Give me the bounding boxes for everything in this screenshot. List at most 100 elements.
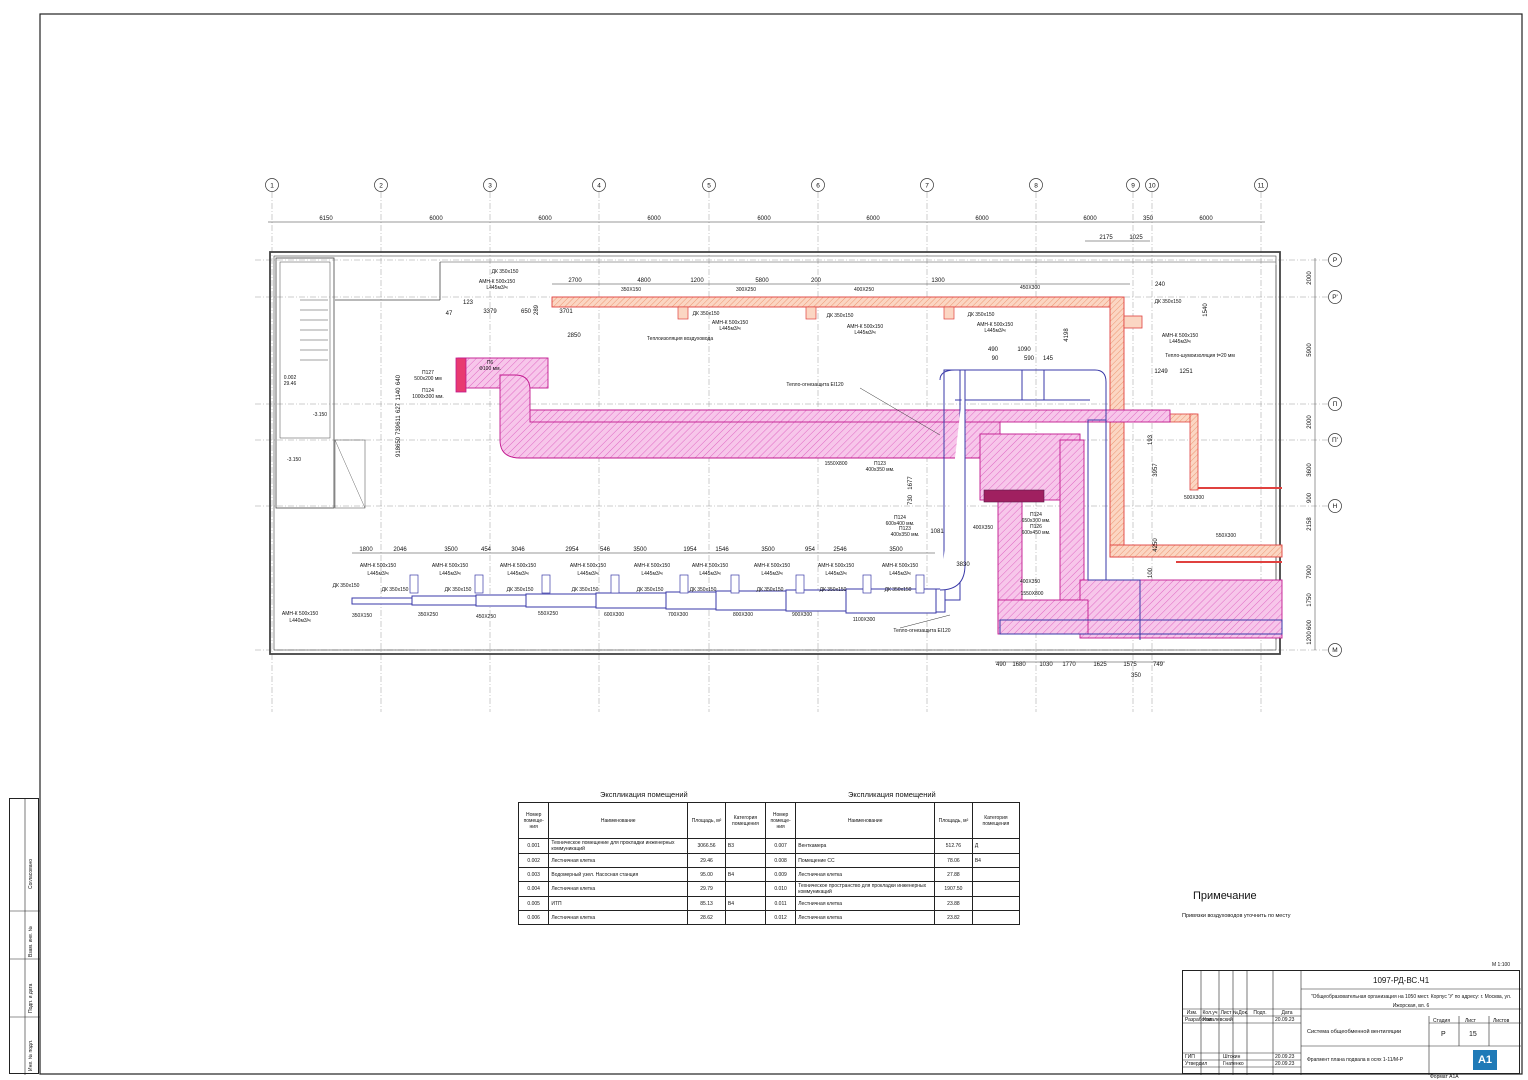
dim-misc-20: 3830 xyxy=(956,562,970,568)
col-name-2: Наименование xyxy=(795,802,936,839)
developer-date: 20.09.23 xyxy=(1275,1017,1295,1023)
leader-fire xyxy=(859,387,941,436)
lower-branch-0 xyxy=(409,574,419,594)
amn-lower-3: АМН-К 500х150 xyxy=(570,563,606,569)
fire-protection-label-2: Тепло-огнезащита EI120 xyxy=(893,628,950,634)
table-cell: Венткамера xyxy=(795,838,936,854)
callout-p124: П124 xyxy=(422,388,434,394)
leader-fire-2 xyxy=(899,614,951,629)
fire-protection-label: Тепло-огнезащита EI120 xyxy=(786,382,843,388)
title-block: 1097-РД-ВС.Ч1 "Общеобразовательная орган… xyxy=(1182,970,1521,1075)
gip-name: Штокин xyxy=(1223,1054,1241,1060)
dim-misc-17: 1677 xyxy=(908,476,914,490)
sidebar-inv1: Взам. инв. № xyxy=(28,926,34,957)
dk-upper-1: ДК 350х150 xyxy=(693,311,720,317)
amn-lower-8: АМН-К 500х150 xyxy=(882,563,918,569)
role-approved: Утвердил xyxy=(1185,1061,1208,1067)
blue-return-duct xyxy=(939,369,1283,640)
axis-label-2: 2 xyxy=(379,183,383,190)
axis-label-row-3: П' xyxy=(1332,437,1338,444)
dim-top-7: 6000 xyxy=(1083,216,1097,222)
table-cell: 0.007 xyxy=(764,838,797,854)
stamp-col-doc: №Док. xyxy=(1233,1010,1249,1016)
table-cell: Техническое помещение для прокладки инже… xyxy=(548,838,689,854)
dim-left-3: 611 xyxy=(396,415,402,425)
table-cell: В4 xyxy=(971,853,1021,868)
amn-flow-lower-7: L445м3/ч xyxy=(825,571,847,577)
dim-upper-0: 2700 xyxy=(568,278,582,284)
amn-lower-left: АМН-К 500х150 xyxy=(282,611,318,617)
company-logo: А1 xyxy=(1473,1050,1497,1070)
duct-label-l900x300: 900X300 xyxy=(792,612,812,618)
amn-flow-lower-2: L445м3/ч xyxy=(507,571,529,577)
amn-flow-lower-0: L445м3/ч xyxy=(367,571,389,577)
approver-name: Гнатенко xyxy=(1223,1061,1244,1067)
lower-diffusers xyxy=(409,574,925,594)
table-cell: 0.006 xyxy=(517,910,550,925)
approver-date: 20.09.23 xyxy=(1275,1061,1295,1067)
table-cell: 0.011 xyxy=(764,896,797,911)
table-cell xyxy=(971,896,1021,911)
amn-flow-upper-3: L445м3/ч xyxy=(984,328,1006,334)
lower-branch-2 xyxy=(541,574,551,594)
dim-lower-4: 3046 xyxy=(511,547,525,553)
dim-upper-5: 1300 xyxy=(931,278,945,284)
dimension-lines xyxy=(268,221,1316,663)
duct-label-l450x250: 450X250 xyxy=(476,614,496,620)
dim-right-0: 2000 xyxy=(1307,271,1313,285)
dim-lower-3: 454 xyxy=(481,547,492,553)
dim-misc-13: 1540 xyxy=(1203,303,1209,317)
duct-label-d350x150: 350X150 xyxy=(621,287,641,293)
table-cell: Водомерный узел. Насосная станция xyxy=(548,867,689,882)
callout-size-p124b: 600х400 мм. xyxy=(886,521,915,527)
dim-bottom-6: 749 xyxy=(1153,662,1164,668)
table-cell: ИТП xyxy=(548,896,689,911)
axis-bubble-row-3 xyxy=(1328,433,1342,447)
dim-lower-1: 2046 xyxy=(393,547,407,553)
dim-misc-6: 47 xyxy=(446,311,453,317)
dim-top-8: 350 xyxy=(1143,216,1154,222)
insulation-label: Теплоизоляция воздуховода xyxy=(647,336,713,342)
stamp-col-izm: Изм. xyxy=(1186,1010,1198,1016)
dim-bottom-3: 1770 xyxy=(1062,662,1076,668)
amn-flow-lower-8: L445м3/ч xyxy=(889,571,911,577)
level-mark-a: -3.150 xyxy=(313,412,327,418)
callout-p123b: П123 xyxy=(899,526,911,532)
left-sidebar: Согласовано Взам. инв. № Подп. и дата Ин… xyxy=(9,798,40,1075)
dim-lower-6: 546 xyxy=(600,547,611,553)
table-cell xyxy=(971,910,1021,925)
table-cell: 0.004 xyxy=(517,881,550,897)
axis-bubble-row-1 xyxy=(1328,290,1342,304)
dim-misc-18: 730 xyxy=(908,494,914,505)
table-cell: 23.82 xyxy=(934,910,973,925)
table-cell: 1907.50 xyxy=(934,881,973,897)
axis-bubble-row-5 xyxy=(1328,643,1342,657)
amn-upper-2: АМН-К 500х150 xyxy=(847,324,883,330)
amn-lower-1: АМН-К 500х150 xyxy=(432,563,468,569)
doc-code: 1097-РД-ВС.Ч1 xyxy=(1373,976,1430,985)
table-cell: 23.88 xyxy=(934,896,973,911)
dim-upper-3: 5800 xyxy=(755,278,769,284)
amn-upper-0: АМН-К 500х150 xyxy=(479,279,515,285)
stamp-col-date: Дата xyxy=(1281,1010,1293,1016)
callout-size-p16: Ф100 мм. xyxy=(479,366,501,372)
axis-label-row-1: Р' xyxy=(1332,294,1338,301)
callout-size-p123b: 400х350 мм. xyxy=(891,532,920,538)
explication-title-right: Экспликация помещений xyxy=(848,790,936,799)
amn-lower-7: АМН-К 500х150 xyxy=(818,563,854,569)
dim-top-5: 6000 xyxy=(866,216,880,222)
dim-lower-11: 954 xyxy=(805,547,816,553)
table-cell: Помещение СС xyxy=(795,853,936,868)
dim-misc-23: 193 xyxy=(1148,434,1154,445)
callout-p124c: П124 xyxy=(1030,512,1042,518)
lower-branch-5 xyxy=(730,574,740,594)
dim-lower-0: 1800 xyxy=(359,547,373,553)
table-cell: 0.010 xyxy=(764,881,797,897)
dim-right-1: 5900 xyxy=(1307,343,1313,357)
lower-branch-1 xyxy=(474,574,484,594)
dim-bottom-2: 1030 xyxy=(1039,662,1053,668)
level-mark-b: -3.150 xyxy=(287,457,301,463)
dim-right-7: 1750 xyxy=(1307,593,1313,607)
